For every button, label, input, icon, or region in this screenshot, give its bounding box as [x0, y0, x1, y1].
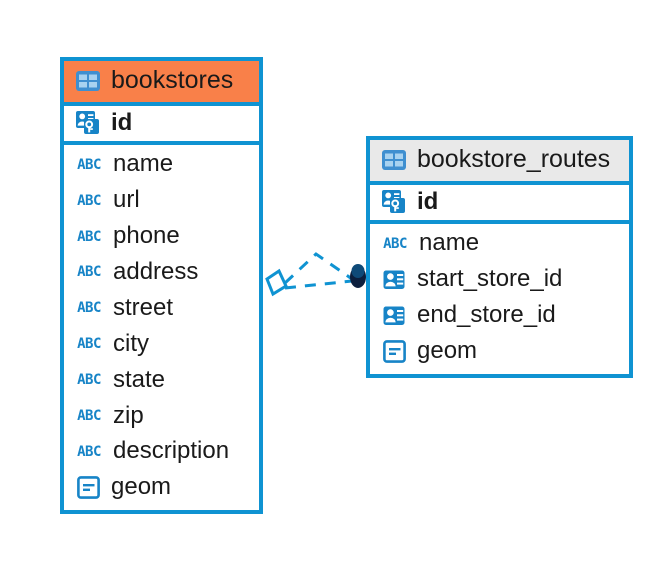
field-row-bookstores-description[interactable]: ABC description — [64, 434, 259, 470]
geometry-icon — [74, 476, 102, 500]
entity-header-bookstore-routes[interactable]: bookstore_routes — [370, 140, 629, 185]
entity-title-bookstore-routes: bookstore_routes — [417, 145, 611, 173]
field-row-bookstores-city[interactable]: ABC city — [64, 327, 259, 363]
field-label-bookstores-description: description — [113, 437, 230, 465]
field-row-bookstores-phone[interactable]: ABC phone — [64, 219, 259, 255]
field-row-bookstores-geom[interactable]: geom — [64, 470, 259, 506]
text-abc-icon: ABC — [77, 264, 101, 281]
field-label-bookstores-address: address — [113, 258, 199, 285]
text-abc-icon: ABC — [383, 235, 407, 252]
field-label-bookstore-routes-id: id — [417, 187, 439, 215]
table-icon — [380, 148, 408, 172]
text-abc-icon: ABC — [77, 156, 101, 173]
text-abc-icon: ABC — [77, 336, 101, 353]
primary-key-icon — [380, 189, 408, 214]
text-abc-icon: ABC — [77, 300, 101, 317]
field-row-bookstores-street[interactable]: ABC street — [64, 291, 259, 327]
field-row-bookstores-zip[interactable]: ABC zip — [64, 399, 259, 435]
fields-section-bookstore-routes: ABC name start_store_id — [370, 224, 629, 374]
foreign-key-icon — [380, 268, 408, 292]
field-label-bookstores-name: name — [113, 150, 174, 178]
geometry-icon — [380, 339, 408, 363]
field-row-bookstores-id[interactable]: id — [64, 106, 259, 142]
text-abc-icon: ABC — [77, 443, 101, 460]
field-row-bookstores-state[interactable]: ABC state — [64, 363, 259, 399]
relationship-line-upper — [283, 252, 353, 285]
relationship-line-lower — [284, 279, 353, 290]
text-abc-icon: ABC — [77, 228, 101, 245]
fields-section-bookstores: ABC name ABC url ABC phone ABC address A… — [64, 145, 259, 510]
field-row-bookstore-routes-end-store-id[interactable]: end_store_id — [370, 298, 629, 334]
relationship-source-diamond-marker — [265, 268, 288, 297]
text-abc-icon: ABC — [77, 372, 101, 389]
table-icon — [74, 69, 102, 93]
field-label-bookstore-routes-end-store-id: end_store_id — [417, 301, 556, 329]
field-label-bookstores-geom: geom — [111, 473, 172, 501]
entity-table-bookstores[interactable]: bookstores — [60, 57, 263, 515]
field-row-bookstores-name[interactable]: ABC name — [64, 147, 259, 183]
field-label-bookstore-routes-name: name — [419, 229, 480, 257]
entity-header-bookstores[interactable]: bookstores — [64, 61, 259, 106]
field-label-bookstores-city: city — [113, 329, 149, 357]
field-row-bookstore-routes-geom[interactable]: geom — [370, 334, 629, 370]
text-abc-icon: ABC — [77, 192, 101, 209]
field-label-bookstore-routes-geom: geom — [417, 337, 478, 364]
field-row-bookstores-address[interactable]: ABC address — [64, 255, 259, 291]
primary-key-section-bookstores: id — [64, 106, 259, 146]
entity-title-bookstores: bookstores — [111, 66, 234, 94]
field-label-bookstores-zip: zip — [113, 401, 144, 429]
field-row-bookstore-routes-name[interactable]: ABC name — [370, 226, 629, 262]
field-label-bookstores-url: url — [113, 186, 140, 214]
primary-key-icon — [74, 110, 102, 135]
field-label-bookstores-street: street — [113, 293, 174, 321]
field-row-bookstores-url[interactable]: ABC url — [64, 183, 259, 219]
foreign-key-icon — [380, 304, 408, 328]
field-row-bookstore-routes-start-store-id[interactable]: start_store_id — [370, 262, 629, 298]
primary-key-section-bookstore-routes: id — [370, 185, 629, 225]
field-label-bookstore-routes-start-store-id: start_store_id — [417, 265, 563, 293]
field-row-bookstore-routes-id[interactable]: id — [370, 185, 629, 221]
text-abc-icon: ABC — [77, 407, 101, 424]
field-label-bookstores-state: state — [113, 365, 166, 393]
field-label-bookstores-id: id — [111, 108, 133, 136]
relationship-target-circle-marker — [350, 264, 366, 288]
entity-table-bookstore-routes[interactable]: bookstore_routes — [366, 136, 633, 378]
field-label-bookstores-phone: phone — [113, 222, 180, 250]
